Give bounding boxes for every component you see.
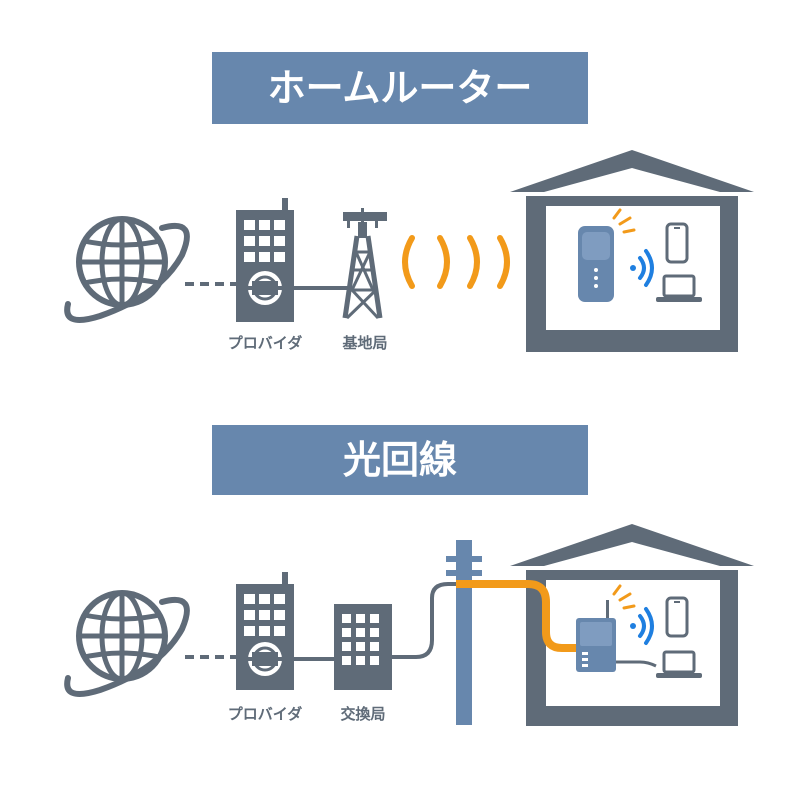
provider-building-icon [236,198,294,322]
provider-label: プロバイダ [228,334,302,352]
smartphone-icon [665,596,689,638]
provider-label: プロバイダ [228,705,302,723]
home-router-icon [578,226,614,302]
house-icon [510,524,754,726]
smartphone-icon [665,222,689,264]
title-banner [212,425,588,495]
section-fiber-line: 光回線 [64,425,754,726]
wifi-icon [630,249,654,287]
laptop-icon [656,650,702,678]
router-activity-icon [612,208,636,234]
cell-tower-icon [342,208,387,320]
cable-link [392,582,456,659]
house-icon-walls [526,196,738,352]
optical-router-icon [576,600,616,672]
section-title: 光回線 [343,438,457,482]
utility-pole-icon [446,540,482,725]
wifi-icon [630,607,654,645]
exchange-building-icon [334,604,392,690]
section-title: ホームルーター [268,66,533,110]
lan-cable [616,660,657,668]
exchange-label: 交換局 [340,705,385,723]
internet-globe-icon [64,216,190,323]
cell-tower-label: 基地局 [341,334,387,352]
title-banner [212,52,588,124]
fiber-optic-line [456,580,578,652]
laptop-icon [656,274,702,302]
internet-globe-icon [64,590,190,697]
section-home-router: ホームルーター [64,52,754,352]
provider-building-icon [236,572,294,690]
router-activity-icon [612,584,636,610]
